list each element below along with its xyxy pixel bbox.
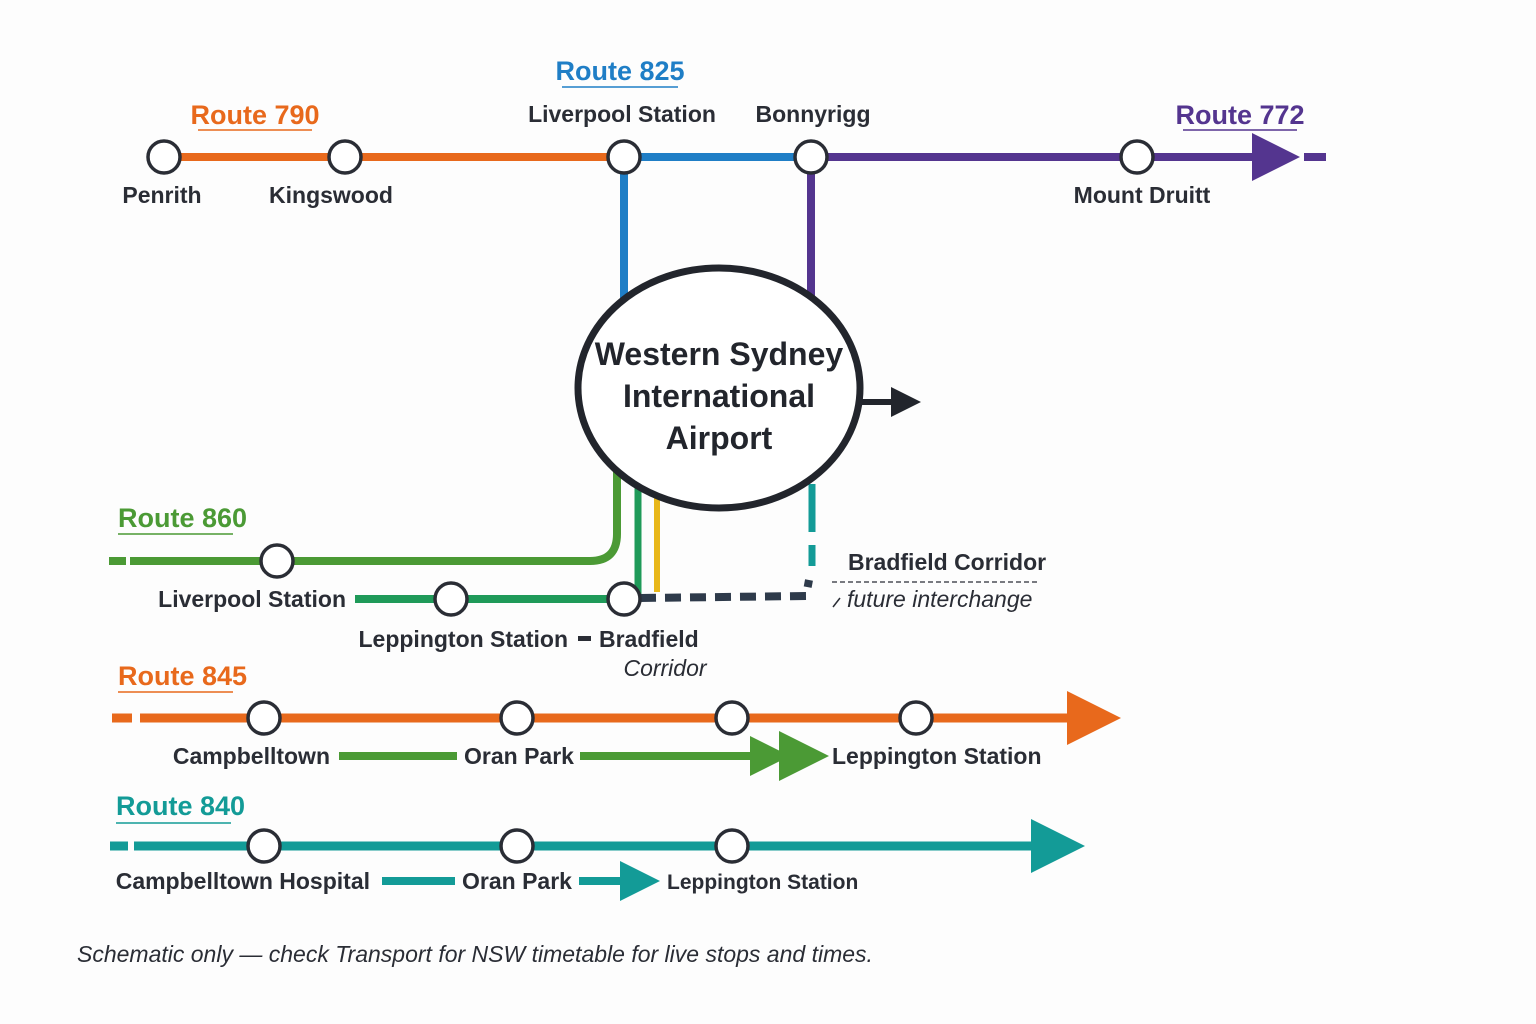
label-kingswood: Kingswood bbox=[269, 182, 393, 208]
route-860-label[interactable]: Route 860 bbox=[118, 503, 247, 533]
stop-leppington-station-860[interactable] bbox=[433, 581, 469, 617]
route-840-label[interactable]: Route 840 bbox=[116, 791, 245, 821]
label-leppington-station-840: Leppington Station bbox=[667, 871, 858, 894]
bradfield-slash bbox=[832, 597, 841, 608]
stop-kingswood[interactable] bbox=[327, 139, 363, 175]
label-campbelltown-hospital: Campbelltown Hospital bbox=[116, 868, 370, 894]
separator-dash bbox=[578, 636, 591, 641]
bradfield-title: Bradfield Corridor bbox=[848, 549, 1046, 575]
stop-845-2[interactable] bbox=[499, 700, 535, 736]
stop-liverpool-station-north[interactable] bbox=[606, 139, 642, 175]
label-bonnyrigg: Bonnyrigg bbox=[756, 101, 871, 127]
label-penrith: Penrith bbox=[122, 182, 201, 208]
label-bradfield-corridor: Corridor bbox=[623, 655, 707, 681]
stop-bonnyrigg[interactable] bbox=[793, 139, 829, 175]
label-mount-druitt: Mount Druitt bbox=[1074, 182, 1211, 208]
label-leppington-station-860: Leppington Station bbox=[358, 626, 568, 652]
label-liverpool-station-north: Liverpool Station bbox=[528, 101, 716, 127]
label-oran-park-840: Oran Park bbox=[462, 868, 572, 894]
stop-845-1[interactable] bbox=[246, 700, 282, 736]
footer-note: Schematic only — check Transport for NSW… bbox=[77, 941, 873, 967]
label-bradfield: Bradfield bbox=[599, 626, 699, 652]
stop-840-3[interactable] bbox=[714, 828, 750, 864]
bradfield-subtitle: future interchange bbox=[847, 586, 1032, 612]
hub-title-line-1: Western Sydney bbox=[595, 336, 844, 372]
label-campbelltown: Campbelltown bbox=[173, 743, 330, 769]
airport-hub[interactable] bbox=[574, 264, 864, 512]
stop-penrith[interactable] bbox=[146, 139, 182, 175]
label-oran-park-845: Oran Park bbox=[464, 743, 574, 769]
bradfield-dashed-link bbox=[639, 579, 813, 602]
route-860-line bbox=[130, 472, 621, 565]
hub-title-line-2: International bbox=[623, 378, 815, 414]
stop-mount-druitt[interactable] bbox=[1119, 139, 1155, 175]
stop-840-2[interactable] bbox=[499, 828, 535, 864]
stop-liverpool-station-860[interactable] bbox=[259, 543, 295, 579]
stop-bradfield-corridor[interactable] bbox=[606, 581, 642, 617]
stop-840-1[interactable] bbox=[246, 828, 282, 864]
label-liverpool-station-860: Liverpool Station bbox=[158, 586, 346, 612]
route-790-label[interactable]: Route 790 bbox=[190, 100, 319, 130]
stop-845-3[interactable] bbox=[714, 700, 750, 736]
route-772-label[interactable]: Route 772 bbox=[1175, 100, 1304, 130]
stop-845-4[interactable] bbox=[898, 700, 934, 736]
hub-title-line-3: Airport bbox=[666, 420, 773, 456]
route-845-label[interactable]: Route 845 bbox=[118, 661, 247, 691]
route-825-label[interactable]: Route 825 bbox=[555, 56, 684, 86]
label-leppington-station-845: Leppington Station bbox=[832, 743, 1042, 769]
